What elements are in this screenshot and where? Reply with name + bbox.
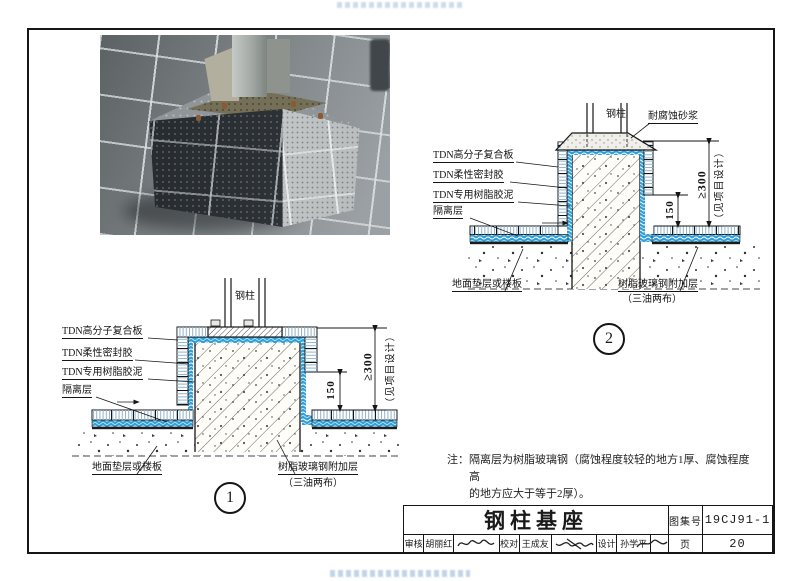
d1-label-resin-mastic: TDN专用树脂胶泥 bbox=[62, 367, 143, 380]
photo-granite-pedestal bbox=[100, 35, 390, 235]
photo-steel-column-base bbox=[100, 35, 390, 235]
d2-label-composite-board: TDN高分子复合板 bbox=[433, 150, 514, 163]
d1-dim-150: 150 bbox=[325, 380, 337, 400]
anchor-bolt bbox=[195, 115, 201, 121]
d2-dim-300: ≥300 bbox=[694, 170, 709, 199]
pedestal-left-face bbox=[149, 109, 283, 227]
note-label: 注： bbox=[447, 454, 469, 466]
anchor-bolt bbox=[291, 101, 297, 107]
d1-label-isolation: 隔离层 bbox=[62, 385, 92, 398]
d1-pedestal bbox=[194, 340, 301, 452]
sheet-title: 钢柱基座 bbox=[484, 509, 588, 533]
d2-mortar-cap bbox=[554, 132, 659, 151]
d1-top-row bbox=[176, 319, 318, 338]
detail-2-drawing bbox=[468, 103, 760, 292]
d1-label-frp-note: （三油两布） bbox=[283, 478, 343, 489]
d1-leader-lines bbox=[95, 337, 296, 475]
d1-label-frp: 树脂玻璃钢附加层 bbox=[278, 462, 358, 475]
watermark-bottom bbox=[330, 570, 470, 577]
approval-name-jiaodui: 王成友 bbox=[518, 535, 551, 552]
anchor-bolt bbox=[317, 113, 323, 119]
d2-leader-lines bbox=[469, 122, 699, 292]
detail-2-number: 2 bbox=[593, 323, 625, 355]
signature-cell-2 bbox=[550, 535, 596, 552]
column-back-plate bbox=[266, 39, 290, 93]
d2-pedestal bbox=[571, 153, 641, 289]
page-number: 20 bbox=[702, 534, 772, 552]
d2-label-resin-mastic: TDN专用树脂胶泥 bbox=[433, 190, 514, 203]
d1-dimensions bbox=[312, 324, 387, 413]
signature-scribble-1 bbox=[457, 539, 495, 547]
d1-dim-300-note: （见项目设计） bbox=[385, 330, 397, 408]
note-line-1: 隔离层为树脂玻璃钢（腐蚀程度较轻的地方1厚、腐蚀程度高 bbox=[469, 454, 750, 483]
atlas-no-label: 图集号 bbox=[668, 506, 702, 534]
d2-dim-150: 150 bbox=[664, 200, 676, 220]
approval-role-shenhe: 审核 bbox=[404, 539, 423, 549]
d2-dim-300-note: （见项目设计） bbox=[714, 146, 726, 224]
note-text: 隔离层为树脂玻璃钢（腐蚀程度较轻的地方1厚、腐蚀程度高 的地方应大于等于2厚）。 bbox=[469, 452, 757, 503]
watermark-top bbox=[337, 2, 463, 8]
d1-dim-300: ≥300 bbox=[360, 352, 375, 381]
title-block: 钢柱基座 图集号 19CJ91-1 审核 胡丽红 校对 王成友 设 bbox=[403, 505, 773, 553]
d1-label-ground-cushion: 地面垫层或楼板 bbox=[92, 462, 162, 475]
d2-label-mortar: 耐腐蚀砂浆 bbox=[648, 111, 698, 124]
note-line-2: 的地方应大于等于2厚）。 bbox=[469, 488, 590, 500]
d2-label-sealant: TDN柔性密封胶 bbox=[433, 170, 504, 183]
d2-label-steel-column: 钢柱 bbox=[606, 109, 626, 120]
detail-1-number: 1 bbox=[214, 482, 246, 514]
d2-steel-column-lines bbox=[586, 103, 628, 133]
signature-cell-1 bbox=[453, 535, 498, 552]
d2-side-boards bbox=[557, 141, 654, 227]
signature-cell-3 bbox=[635, 535, 668, 552]
d2-label-frp-note: （三油两布） bbox=[622, 294, 682, 305]
approval-name-shenhe: 胡丽红 bbox=[423, 535, 453, 552]
d1-label-steel-column: 钢柱 bbox=[235, 291, 255, 302]
detail-1-diagram: 钢柱 TDN高分子复合板 TDN柔性密封胶 TDN专用树脂胶泥 隔离层 地面垫层… bbox=[45, 278, 405, 518]
d1-label-sealant: TDN柔性密封胶 bbox=[62, 348, 133, 361]
detail-1-drawing bbox=[72, 278, 400, 475]
steel-column-photo bbox=[231, 35, 267, 97]
d1-steel-column-lines bbox=[224, 278, 266, 327]
pedestal-right-face bbox=[282, 109, 360, 227]
page-label: 页 bbox=[668, 534, 702, 552]
detail-2-diagram: 钢柱 耐腐蚀砂浆 TDN高分子复合板 TDN柔性密封胶 TDN专用树脂胶泥 隔离… bbox=[430, 103, 780, 355]
anchor-bolt bbox=[221, 103, 227, 109]
approval-role-sheji: 设计 bbox=[595, 535, 616, 552]
approvals-row: 审核 胡丽红 校对 王成友 设计 孙学平 bbox=[404, 534, 668, 552]
d2-label-ground-cushion: 地面垫层或楼板 bbox=[452, 279, 522, 292]
signature-scribble-3 bbox=[635, 539, 667, 548]
d1-label-composite-board: TDN高分子复合板 bbox=[62, 326, 143, 339]
d1-floor-boards bbox=[91, 409, 398, 421]
page-border bbox=[27, 28, 775, 554]
d2-label-isolation: 隔离层 bbox=[433, 206, 463, 219]
d2-dimensions bbox=[643, 137, 722, 229]
signature-scribble-2 bbox=[555, 538, 594, 550]
d1-side-boards bbox=[176, 327, 318, 406]
approval-name-sheji: 孙学平 bbox=[616, 535, 650, 552]
atlas-no: 19CJ91-1 bbox=[702, 506, 772, 534]
approval-role-jiaodui: 校对 bbox=[498, 535, 519, 552]
d2-label-frp: 树脂玻璃钢附加层 bbox=[618, 279, 698, 292]
background-object bbox=[369, 39, 390, 91]
